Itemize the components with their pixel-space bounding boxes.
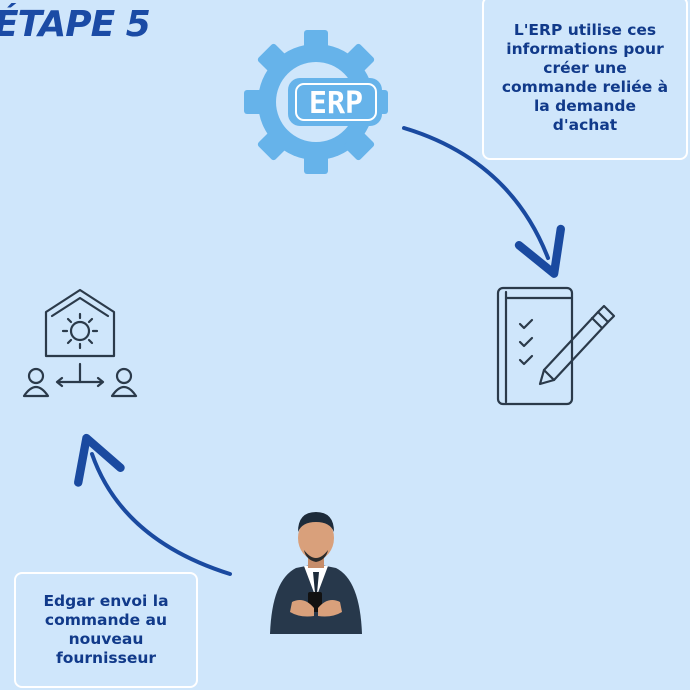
- erp-text-line: créer une: [543, 59, 627, 77]
- edgar-text-line: nouveau: [68, 630, 144, 648]
- step-title: ÉTAPE 5: [0, 4, 151, 45]
- arrow-edgar-to-home: [74, 433, 232, 576]
- edgar-description-text: Edgar envoi la commande au nouveau fourn…: [43, 592, 168, 668]
- edgar-text-line: commande au: [44, 611, 168, 629]
- erp-text-line: commande reliée à: [501, 78, 669, 96]
- erp-text-line: la demande: [533, 97, 637, 115]
- erp-text-line: d'achat: [552, 116, 618, 134]
- erp-description-text: L'ERP utilise ces informations pour crée…: [502, 21, 668, 135]
- edgar-description-box: Edgar envoi la commande au nouveau fourn…: [14, 572, 198, 688]
- home-automation-icon: [22, 288, 138, 398]
- edgar-text-line: fournisseur: [55, 649, 157, 667]
- erp-label: ERP: [309, 86, 363, 121]
- edgar-text-line: Edgar envoi la: [43, 592, 169, 610]
- arrow-erp-to-document: [402, 126, 565, 278]
- erp-description-box: L'ERP utilise ces informations pour crée…: [482, 0, 688, 160]
- document-pen-icon: [496, 286, 616, 406]
- erp-text-line: informations pour: [506, 40, 664, 58]
- erp-gear-icon: ERP: [244, 30, 388, 174]
- erp-text-line: L'ERP utilise ces: [513, 21, 657, 39]
- edgar-person-icon: [270, 512, 362, 634]
